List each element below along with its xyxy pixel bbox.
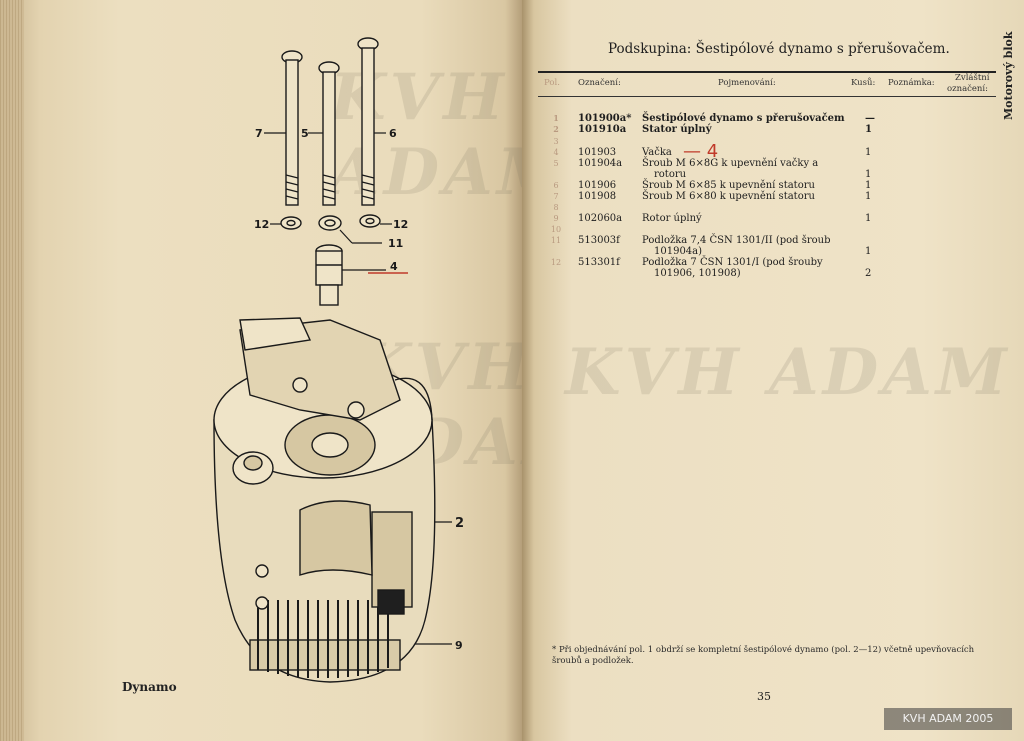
col-header-zvlastni: Zvláštní [955,73,990,83]
col-header-poznamka: Poznámka: [888,78,935,88]
table-row: 3 [553,137,559,146]
callout-12-right: 12 [393,218,408,231]
callout-7: 7 [255,127,263,140]
dynamo-illustration: 7 5 6 12 12 11 4 2 9 [213,37,464,683]
bolt-6 [357,37,379,206]
page-edge-stack [0,0,24,741]
col-header-kusu: Kusů: [851,78,876,88]
col-header-zvlastni-2: označení: [947,84,988,94]
left-page: KVH ADAM KVH ADAM [0,0,593,741]
table-row: 10 [550,225,562,234]
callout-9: 9 [455,639,463,652]
right-page [522,0,1024,741]
page-number: 35 [757,690,771,703]
dynamo-body [213,317,436,683]
bolt-5 [318,61,340,206]
table-row: 101906, 101908)2 [654,268,872,279]
table-top-rule [538,71,996,73]
callout-5: 5 [301,127,309,140]
cam-4 [315,244,343,306]
figure-caption: Dynamo [122,680,177,694]
section-side-tab: Motorový blok [1002,31,1015,120]
handwritten-annotation: — 4 [683,141,719,162]
bolt-7 [281,50,303,206]
callout-4: 4 [390,260,398,273]
callout-12-left: 12 [254,218,269,231]
table-row: 8 [553,203,559,212]
page-heading: Podskupina: Šestipólové dynamo s přerušo… [608,41,950,57]
watermark: KVH ADAM [565,335,1011,410]
table-row: 101904a)1 [654,246,872,257]
col-header-oznaceni: Označení: [578,78,621,88]
col-header-pol: Pol. [544,78,560,88]
callout-2: 2 [455,516,464,531]
watermark-stamp: KVH ADAM 2005 [884,708,1012,730]
col-header-pojmenovani: Pojmenování: [718,78,776,88]
callout-6: 6 [389,127,397,140]
callout-11: 11 [388,237,403,250]
table-header-rule [538,96,996,97]
footnote: * Při objednávání pol. 1 obdrží se kompl… [552,645,975,666]
